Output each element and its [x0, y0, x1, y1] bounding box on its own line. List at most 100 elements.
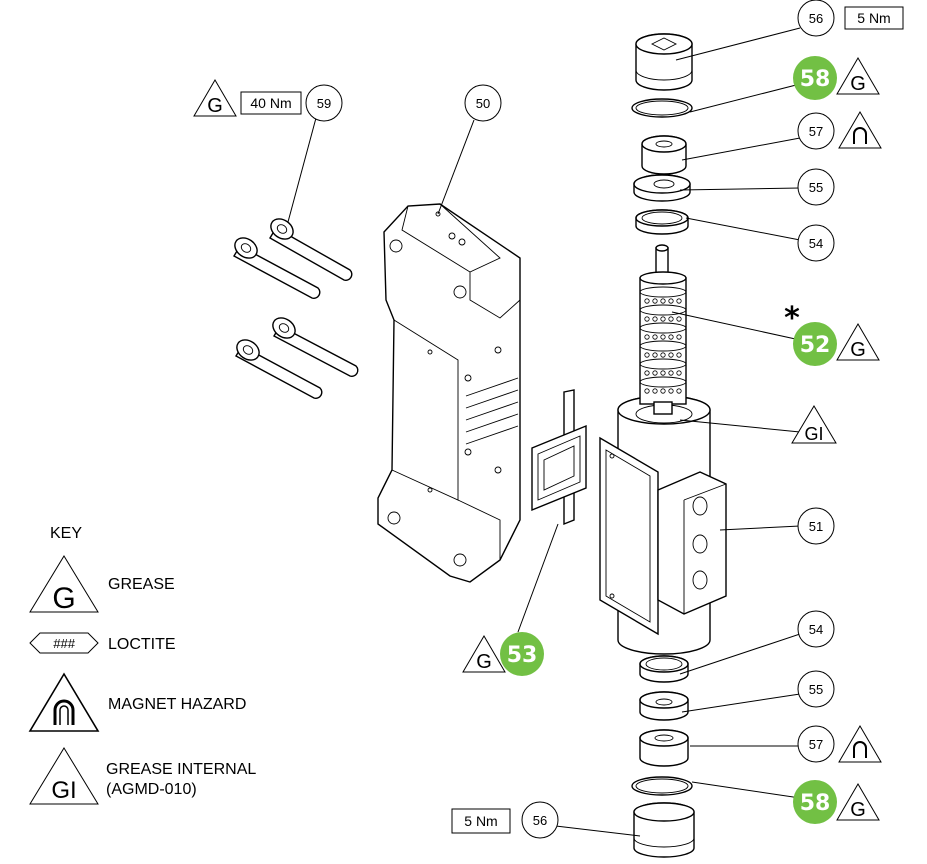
- loctite-icon: ###: [29, 632, 99, 654]
- cap-screw-3: [272, 317, 359, 377]
- spool-ring: [639, 358, 687, 370]
- spool-port: [660, 388, 666, 394]
- magnet-hazard-icon: [838, 725, 882, 763]
- svg-text:G: G: [476, 651, 492, 673]
- bottom-washer: [639, 691, 689, 721]
- spool-port: [652, 370, 658, 376]
- spool-port: [668, 352, 674, 358]
- spool-port: [652, 334, 658, 340]
- torque-value: 40 Nm: [250, 95, 291, 111]
- callout-56-top: 56: [797, 0, 835, 37]
- spool-port: [660, 334, 666, 340]
- torque-box-bolts: 40 Nm: [240, 91, 302, 115]
- spool-port: [676, 388, 682, 394]
- spool-ring: [639, 322, 687, 334]
- spool-port: [660, 352, 666, 358]
- spool-ring: [639, 340, 687, 352]
- part-number: 56: [533, 813, 547, 828]
- spool-port: [652, 298, 658, 304]
- bottom-o-ring: [631, 776, 693, 796]
- callout-53: 53: [500, 632, 544, 676]
- callout-54-top: 54: [797, 224, 835, 262]
- mounting-block: [377, 203, 521, 583]
- part-number: 58: [800, 791, 831, 816]
- bottom-bushing: [639, 655, 689, 683]
- torque-box-top: 5 Nm: [844, 6, 904, 30]
- grease-icon: G: [836, 57, 880, 95]
- spool-port: [652, 352, 658, 358]
- spool-port: [676, 316, 682, 322]
- magnet-hazard-icon: [838, 111, 882, 149]
- spool-port: [644, 370, 650, 376]
- spool-port: [652, 388, 658, 394]
- legend-grease-internal-code: (AGMD-010): [106, 781, 197, 798]
- spool-ring: [639, 286, 687, 298]
- magnet-hazard-icon: [28, 672, 100, 732]
- part-number: 56: [809, 11, 823, 26]
- spool-port: [676, 334, 682, 340]
- callout-57-bottom: 57: [797, 725, 835, 763]
- gasket: [531, 389, 587, 526]
- svg-text:G: G: [52, 582, 75, 615]
- svg-text:###: ###: [53, 636, 75, 651]
- spool-port: [676, 352, 682, 358]
- spool-port: [668, 334, 674, 340]
- callout-59: 59: [305, 84, 343, 122]
- legend-grease-label: GREASE: [108, 576, 175, 593]
- callout-50: 50: [464, 84, 502, 122]
- legend-grease-internal-label: GREASE INTERNAL: [106, 761, 256, 778]
- leader-lines: [287, 27, 801, 837]
- spool-ring: [639, 304, 687, 316]
- spool-port: [660, 298, 666, 304]
- cap-screw-2: [233, 237, 321, 299]
- cap-screws: [233, 218, 359, 399]
- legend-magnet-label: MAGNET HAZARD: [108, 696, 246, 713]
- part-number: 52: [800, 333, 831, 358]
- callout-58-bottom: 58: [793, 780, 837, 824]
- svg-text:GI: GI: [51, 777, 76, 804]
- legend: KEY G GREASE ### LOCTITE MAGNET HAZARD G…: [28, 525, 256, 805]
- cap-screw-4: [235, 339, 323, 399]
- callout-57-top: 57: [797, 112, 835, 150]
- spool-port: [668, 388, 674, 394]
- spool-port: [644, 352, 650, 358]
- torque-value: 5 Nm: [857, 10, 890, 26]
- valve-body: [599, 395, 727, 655]
- spool-port: [652, 316, 658, 322]
- spool-port: [676, 298, 682, 304]
- spool: [639, 244, 687, 415]
- spool-port: [668, 316, 674, 322]
- grease-icon: G: [836, 783, 880, 821]
- spool-port: [660, 370, 666, 376]
- torque-value: 5 Nm: [464, 813, 497, 829]
- svg-text:G: G: [850, 73, 866, 95]
- spool-ring: [639, 376, 687, 388]
- top-washer: [633, 174, 691, 202]
- callout-51: 51: [797, 507, 835, 545]
- part-number: 59: [317, 96, 331, 111]
- grease-internal-icon: GI: [791, 405, 837, 444]
- grease-icon: G: [193, 79, 237, 117]
- spool-port: [644, 334, 650, 340]
- callout-52: 52: [793, 322, 837, 366]
- part-number: 57: [809, 124, 823, 139]
- part-number: 50: [476, 96, 490, 111]
- part-number: 53: [507, 643, 538, 668]
- legend-title: KEY: [50, 525, 82, 542]
- grease-icon: G: [836, 323, 880, 361]
- asterisk-mark: *: [784, 301, 800, 336]
- top-bushing: [635, 209, 689, 235]
- part-number: 57: [809, 737, 823, 752]
- spool-port: [644, 316, 650, 322]
- grease-icon: G: [29, 555, 99, 615]
- part-number: 54: [809, 622, 823, 637]
- svg-text:G: G: [850, 339, 866, 361]
- svg-text:G: G: [207, 95, 223, 117]
- callout-58-top: 58: [793, 56, 837, 100]
- part-number: 55: [809, 180, 823, 195]
- spool-port: [668, 370, 674, 376]
- spool-port: [676, 370, 682, 376]
- grease-icon: G: [462, 635, 506, 673]
- spool-port: [668, 298, 674, 304]
